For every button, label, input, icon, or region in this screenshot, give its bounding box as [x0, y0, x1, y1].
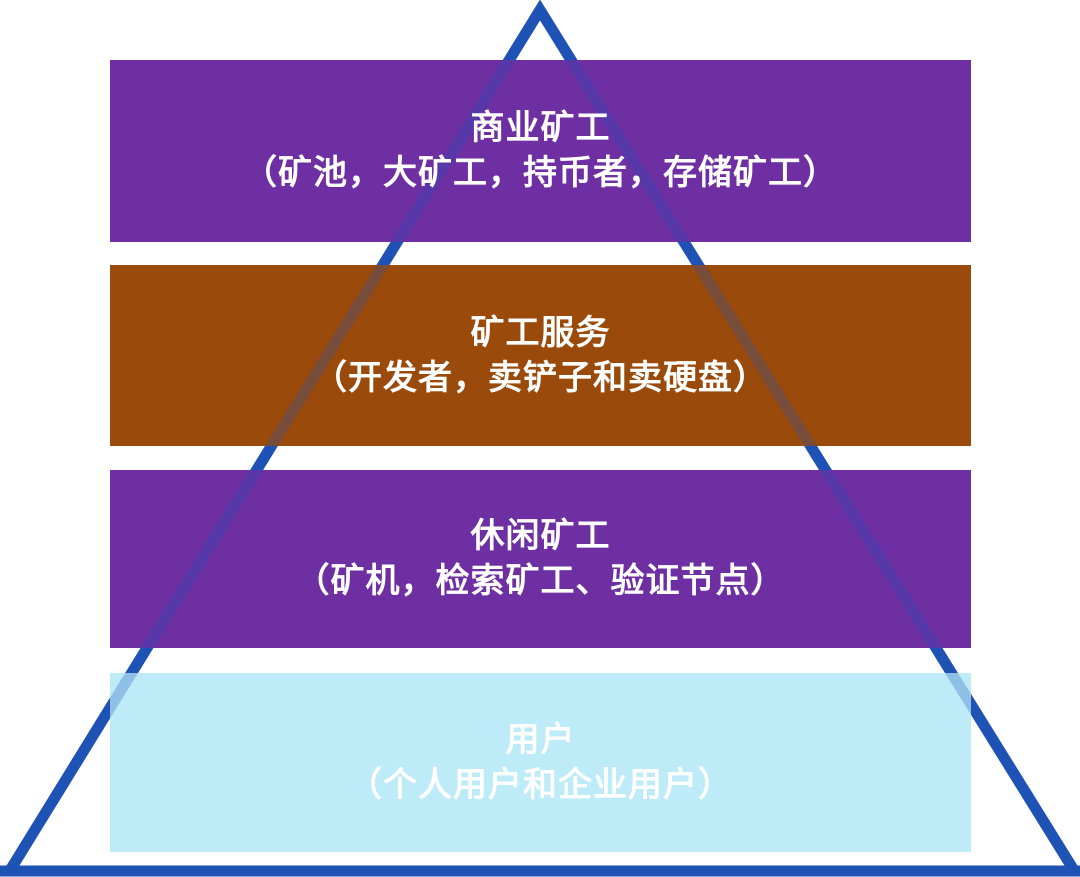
level-title: 矿工服务: [470, 313, 611, 352]
pyramid-level-users: 用户 （个人用户和企业用户）: [110, 673, 971, 852]
level-title: 用户: [505, 720, 576, 759]
pyramid-level-casual-miners: 休闲矿工 （矿机，检索矿工、验证节点）: [110, 470, 971, 648]
level-title: 商业矿工: [470, 109, 611, 147]
level-subtitle: （矿池，大矿工，持币者，存储矿工）: [243, 154, 838, 192]
level-subtitle: （开发者，卖铲子和卖硬盘）: [313, 358, 768, 397]
level-title: 休闲矿工: [470, 517, 611, 555]
pyramid-level-miner-services: 矿工服务 （开发者，卖铲子和卖硬盘）: [110, 265, 971, 446]
pyramid-level-commercial-miners: 商业矿工 （矿池，大矿工，持币者，存储矿工）: [110, 60, 971, 242]
level-subtitle: （矿机，检索矿工、验证节点）: [295, 562, 786, 600]
level-subtitle: （个人用户和企业用户）: [348, 765, 733, 804]
